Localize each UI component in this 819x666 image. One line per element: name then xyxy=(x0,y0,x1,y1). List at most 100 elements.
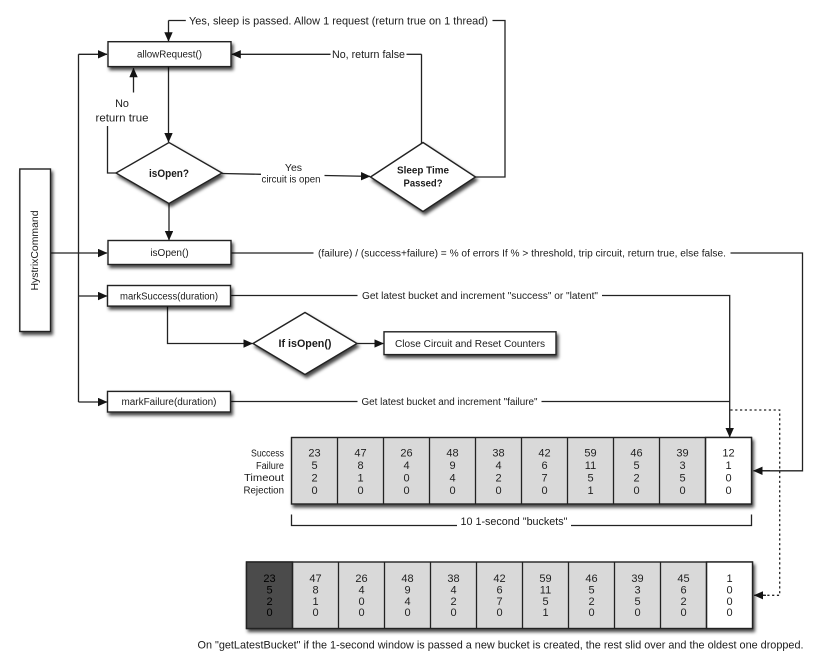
svg-text:0: 0 xyxy=(312,607,318,619)
svg-text:Yes, sleep is passed. Allow 1: Yes, sleep is passed. Allow 1 request (r… xyxy=(189,15,488,27)
svg-text:0: 0 xyxy=(358,596,364,608)
svg-text:38: 38 xyxy=(492,448,504,460)
svg-text:11: 11 xyxy=(585,460,596,472)
svg-text:No, return false: No, return false xyxy=(332,49,405,61)
svg-text:On "getLatestBucket" if the 1-: On "getLatestBucket" if the 1-second win… xyxy=(198,640,804,652)
svg-text:39: 39 xyxy=(631,573,643,585)
svg-text:1: 1 xyxy=(725,460,731,472)
svg-text:1: 1 xyxy=(312,596,318,608)
svg-text:45: 45 xyxy=(677,573,689,585)
svg-text:No: No xyxy=(115,98,129,110)
svg-text:HystrixCommand: HystrixCommand xyxy=(30,210,41,290)
svg-text:0: 0 xyxy=(403,473,409,485)
svg-text:circuit is open: circuit is open xyxy=(262,174,321,186)
svg-text:46: 46 xyxy=(585,573,597,585)
svg-text:No, return false: No, return false xyxy=(332,49,405,61)
svg-text:0: 0 xyxy=(358,607,364,619)
svg-text:(failure) / (success+failure): (failure) / (success+failure) = % of err… xyxy=(318,249,726,260)
svg-text:0: 0 xyxy=(495,485,501,497)
svg-text:0: 0 xyxy=(679,485,685,497)
svg-text:2: 2 xyxy=(450,596,456,608)
svg-text:0: 0 xyxy=(726,607,732,619)
svg-text:0: 0 xyxy=(404,607,410,619)
svg-text:Failure: Failure xyxy=(256,461,284,472)
svg-text:0: 0 xyxy=(634,607,640,619)
svg-text:7: 7 xyxy=(541,473,547,485)
svg-text:1: 1 xyxy=(357,473,363,485)
svg-text:5: 5 xyxy=(587,473,593,485)
svg-text:0: 0 xyxy=(450,607,456,619)
svg-text:59: 59 xyxy=(584,448,596,460)
svg-text:1: 1 xyxy=(587,485,593,497)
svg-text:0: 0 xyxy=(496,607,502,619)
svg-text:markSuccess(duration): markSuccess(duration) xyxy=(120,291,218,302)
svg-text:5: 5 xyxy=(634,596,640,608)
svg-text:23: 23 xyxy=(308,448,320,460)
svg-text:Passed?: Passed? xyxy=(404,177,443,189)
svg-text:5: 5 xyxy=(633,460,639,472)
svg-text:If isOpen(): If isOpen() xyxy=(279,338,332,350)
svg-text:59: 59 xyxy=(539,573,551,585)
svg-text:39: 39 xyxy=(676,448,688,460)
svg-text:5: 5 xyxy=(679,473,685,485)
svg-text:4: 4 xyxy=(358,584,364,596)
svg-text:5: 5 xyxy=(311,460,317,472)
svg-text:Success: Success xyxy=(251,448,284,459)
svg-text:(failure) / (success+failure): (failure) / (success+failure) = % of err… xyxy=(318,249,726,260)
svg-text:2: 2 xyxy=(266,596,272,608)
svg-text:0: 0 xyxy=(725,485,731,497)
svg-text:6: 6 xyxy=(541,460,547,472)
svg-text:0: 0 xyxy=(725,473,731,485)
svg-text:return true: return true xyxy=(96,112,149,124)
svg-text:9: 9 xyxy=(449,460,455,472)
svg-text:6: 6 xyxy=(496,584,502,596)
svg-text:8: 8 xyxy=(312,584,318,596)
svg-text:4: 4 xyxy=(403,460,409,472)
svg-text:Rejection: Rejection xyxy=(244,486,285,497)
svg-text:0: 0 xyxy=(588,607,594,619)
svg-text:0: 0 xyxy=(541,485,547,497)
svg-text:Yes: Yes xyxy=(285,162,302,174)
svg-text:1: 1 xyxy=(542,607,548,619)
svg-text:4: 4 xyxy=(450,584,456,596)
svg-text:47: 47 xyxy=(354,448,366,460)
svg-text:26: 26 xyxy=(400,448,412,460)
svg-text:48: 48 xyxy=(446,448,458,460)
svg-text:0: 0 xyxy=(449,485,455,497)
svg-text:0: 0 xyxy=(633,485,639,497)
svg-text:Yes: Yes xyxy=(285,162,302,174)
svg-text:Close Circuit and Reset Counte: Close Circuit and Reset Counters xyxy=(395,339,545,350)
svg-text:12: 12 xyxy=(722,448,734,460)
svg-text:38: 38 xyxy=(447,573,459,585)
svg-text:0: 0 xyxy=(266,607,272,619)
svg-text:2: 2 xyxy=(680,596,686,608)
svg-text:5: 5 xyxy=(266,584,272,596)
svg-text:markFailure(duration): markFailure(duration) xyxy=(122,397,217,408)
svg-text:Sleep Time: Sleep Time xyxy=(397,164,449,176)
svg-text:10 1-second "buckets": 10 1-second "buckets" xyxy=(461,516,568,528)
svg-text:47: 47 xyxy=(309,573,321,585)
svg-text:Get latest bucket and incremen: Get latest bucket and increment "failure… xyxy=(362,397,538,408)
svg-text:2: 2 xyxy=(633,473,639,485)
svg-text:6: 6 xyxy=(680,584,686,596)
svg-text:Get latest bucket and incremen: Get latest bucket and increment "success… xyxy=(362,291,598,302)
svg-text:2: 2 xyxy=(495,473,501,485)
svg-text:2: 2 xyxy=(311,473,317,485)
svg-text:11: 11 xyxy=(540,584,551,596)
svg-text:0: 0 xyxy=(726,584,732,596)
svg-text:Get latest bucket and incremen: Get latest bucket and increment "failure… xyxy=(362,397,538,408)
svg-text:0: 0 xyxy=(726,596,732,608)
svg-text:4: 4 xyxy=(495,460,501,472)
svg-text:7: 7 xyxy=(496,596,502,608)
svg-text:3: 3 xyxy=(634,584,640,596)
svg-text:46: 46 xyxy=(630,448,642,460)
svg-text:0: 0 xyxy=(311,485,317,497)
svg-text:0: 0 xyxy=(680,607,686,619)
svg-text:26: 26 xyxy=(355,573,367,585)
svg-text:circuit is open: circuit is open xyxy=(262,174,321,186)
svg-text:0: 0 xyxy=(357,485,363,497)
svg-text:42: 42 xyxy=(493,573,505,585)
svg-text:Yes, sleep is passed. Allow 1: Yes, sleep is passed. Allow 1 request (r… xyxy=(189,15,488,27)
svg-text:9: 9 xyxy=(404,584,410,596)
svg-text:23: 23 xyxy=(263,573,275,585)
